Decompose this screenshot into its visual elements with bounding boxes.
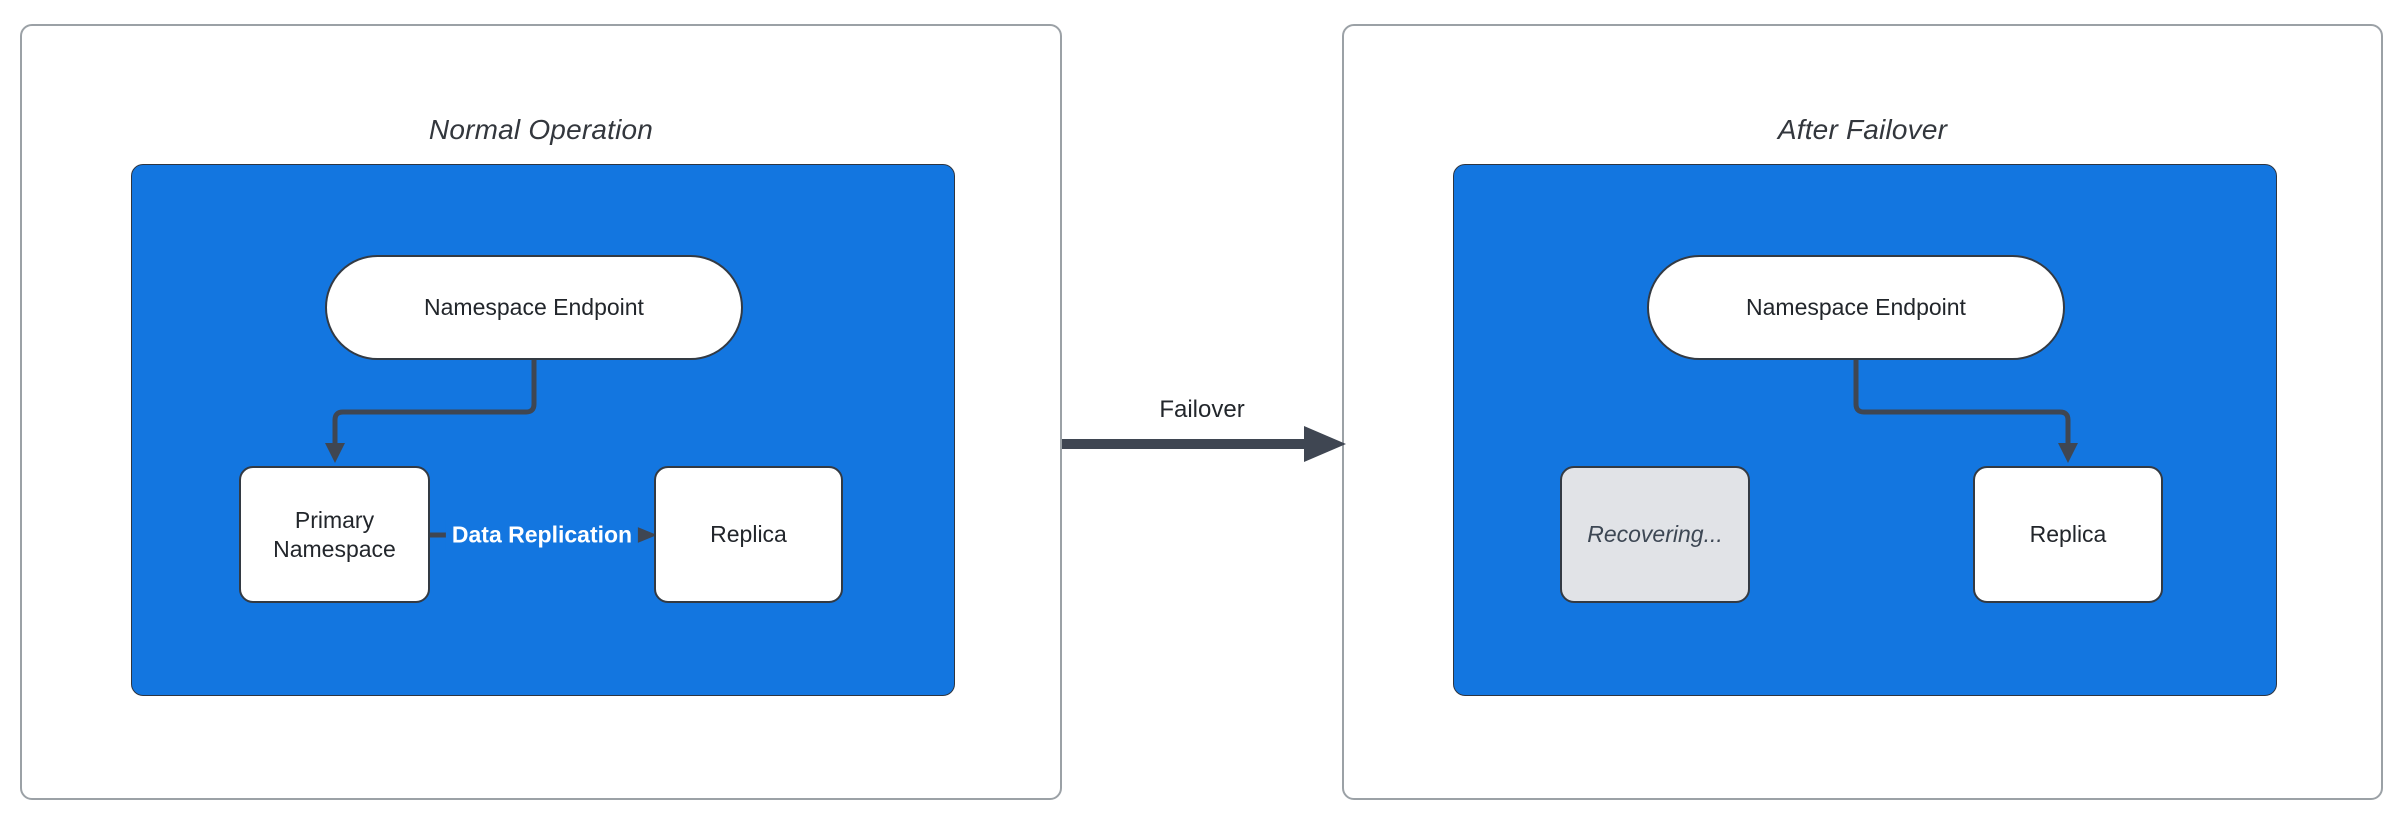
node-namespace-endpoint-right-label: Namespace Endpoint (1746, 294, 1966, 320)
panel-title-normal-operation: Normal Operation (428, 114, 654, 145)
node-recovering: Recovering... (1560, 466, 1750, 603)
node-primary-namespace: Primary Namespace (239, 466, 430, 603)
failover-label: Failover (1159, 396, 1245, 423)
edge-label-data-replication: Data Replication (445, 519, 639, 551)
node-recovering-label: Recovering... (1587, 521, 1723, 547)
node-namespace-endpoint-left-label: Namespace Endpoint (424, 294, 644, 320)
node-replica-left: Replica (654, 466, 843, 603)
panel-title-after-failover: After Failover (1777, 114, 1948, 145)
panel-normal-operation: Normal Operation (20, 24, 1062, 800)
panel-after-failover: After Failover (1342, 24, 2383, 800)
node-replica-left-label: Replica (710, 521, 787, 547)
cluster-normal-operation (131, 164, 955, 696)
node-primary-namespace-label: Primary Namespace (273, 506, 396, 562)
node-namespace-endpoint-right: Namespace Endpoint (1647, 255, 2065, 360)
arrowhead-failover-icon (1304, 426, 1346, 462)
node-namespace-endpoint-left: Namespace Endpoint (325, 255, 743, 360)
node-replica-right: Replica (1973, 466, 2163, 603)
cluster-after-failover (1453, 164, 2277, 696)
node-replica-right-label: Replica (2029, 521, 2107, 547)
